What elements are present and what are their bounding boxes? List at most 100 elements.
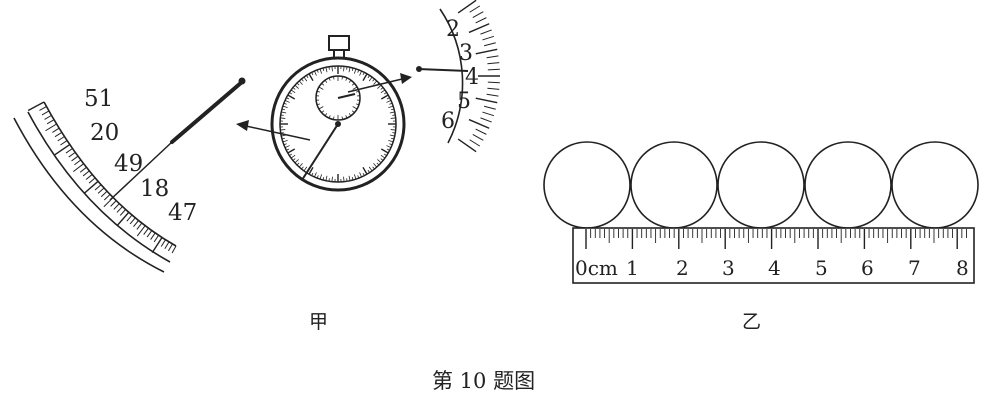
seconds-tick <box>143 227 149 235</box>
dial-tick <box>322 177 325 181</box>
dial-tick <box>286 97 290 100</box>
dial-tick <box>290 89 296 94</box>
dial-tick <box>308 73 314 82</box>
ruler-label-0cm: 0cm <box>575 256 618 280</box>
minutes-scale-arc <box>439 8 464 144</box>
dial-tick <box>388 105 394 109</box>
ball <box>543 141 631 229</box>
dial-tick <box>325 67 328 73</box>
seconds-scale-middle-arc <box>27 111 171 263</box>
dial-tick <box>316 69 319 73</box>
dial-tick <box>343 176 345 182</box>
ruler-label-3: 3 <box>722 256 735 280</box>
seconds-tick <box>116 206 123 213</box>
minutes-tick <box>487 81 500 84</box>
dial-tick <box>280 117 286 119</box>
seconds-tick <box>74 159 82 166</box>
dial-tick <box>383 153 387 156</box>
seconds-tick <box>171 245 177 254</box>
dial-tick <box>390 129 396 131</box>
dial-tick <box>281 111 287 114</box>
dial-tick <box>357 175 360 179</box>
dial-tick <box>389 143 393 146</box>
minutes-tick <box>480 117 492 123</box>
minutes-tick <box>487 68 500 71</box>
seconds-label-47: 47 <box>168 200 197 226</box>
dial-tick <box>373 163 378 168</box>
minute-dial-tick <box>345 115 348 119</box>
minutes-tick <box>484 42 496 47</box>
dial-tick <box>389 134 395 137</box>
dial-tick <box>391 137 395 140</box>
dial-tick <box>348 175 351 181</box>
seconds-tick <box>41 110 50 116</box>
minutes-tick <box>457 0 477 14</box>
dial-tick <box>343 66 345 72</box>
enlarged-minute-hand-tip <box>416 66 422 72</box>
minute-dial-tick <box>355 90 360 93</box>
minutes-scale-enlarged: 2 3 4 5 6 <box>416 0 500 153</box>
dial-tick <box>284 145 290 148</box>
dial-tick <box>362 72 365 76</box>
minutes-label-4: 4 <box>465 65 479 90</box>
dial-tick <box>351 67 354 71</box>
enlarged-second-hand-tip <box>238 77 246 85</box>
dial-tick <box>287 94 296 100</box>
minute-dial-tick <box>316 90 321 93</box>
seconds-scale-ticks <box>27 101 177 254</box>
minutes-tick <box>486 93 499 97</box>
dial-tick <box>290 154 296 159</box>
balls-row <box>543 141 979 229</box>
ball <box>891 141 979 229</box>
minutes-tick <box>486 55 499 59</box>
dial-tick <box>282 139 288 143</box>
dial-tick <box>372 166 375 170</box>
seconds-tick <box>160 239 166 247</box>
minute-dial-tick <box>328 115 331 119</box>
minute-dial-tick <box>341 116 343 120</box>
dial-tick <box>331 66 333 72</box>
dial-tick <box>386 145 392 148</box>
dial-tick <box>314 70 317 76</box>
seconds-tick <box>54 131 63 138</box>
dial-tick <box>311 172 314 176</box>
dial-tick <box>286 148 290 151</box>
minute-dial-tick <box>318 106 324 110</box>
seconds-tick <box>167 243 173 252</box>
dial-tick <box>296 82 300 86</box>
ball <box>717 141 805 229</box>
ruler-label-8: 8 <box>956 256 969 280</box>
dial-tick <box>359 172 362 178</box>
minutes-tick <box>468 23 490 34</box>
minutes-tick <box>475 17 487 24</box>
seconds-tick <box>110 200 117 207</box>
dial-tick <box>284 100 290 103</box>
dial-tick <box>380 87 384 90</box>
dial-tick <box>380 154 386 159</box>
dial-tick <box>362 73 368 82</box>
dial-tick <box>348 67 351 73</box>
seconds-tick <box>79 166 87 173</box>
ruler-label-2: 2 <box>676 256 689 280</box>
dial-tick <box>368 76 373 82</box>
seconds-callout-arrowhead <box>236 120 249 131</box>
dial-tick <box>289 153 293 156</box>
dial-tick <box>351 177 354 181</box>
minute-dial-tick <box>345 77 348 81</box>
seconds-tick <box>136 222 143 230</box>
minutes-tick <box>480 29 492 35</box>
dial-tick <box>367 169 370 173</box>
dial-tick <box>289 92 293 95</box>
dial-tick <box>377 159 382 164</box>
seconds-tick <box>44 114 52 120</box>
second-hand <box>301 123 339 181</box>
dial-tick <box>294 84 299 89</box>
minute-dial-tick <box>324 113 328 117</box>
seconds-tick <box>57 136 65 142</box>
dial-tick <box>386 97 390 100</box>
seconds-tick <box>85 174 93 180</box>
stopwatch-crown <box>328 35 350 51</box>
minutes-label-5: 5 <box>457 89 471 114</box>
seconds-tick <box>113 203 120 210</box>
